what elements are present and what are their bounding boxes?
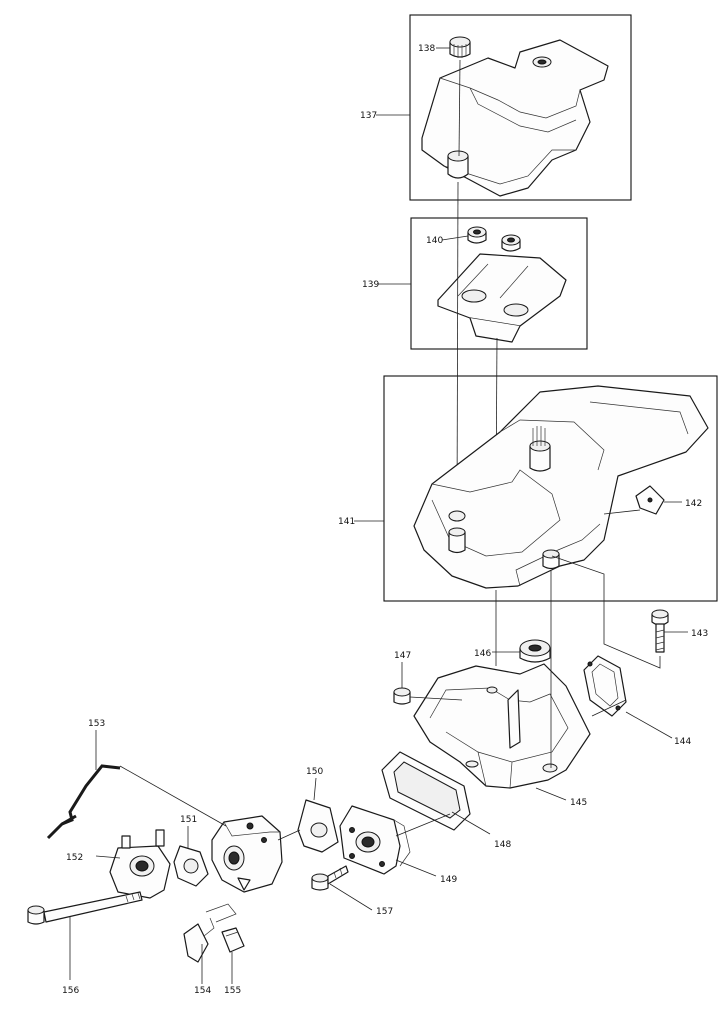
long-bolt-part [27, 891, 143, 925]
callout-144: 144 [674, 737, 691, 747]
bracket-part [635, 485, 665, 515]
carburetor-part [211, 815, 283, 893]
callout-153: 153 [88, 719, 105, 729]
callout-149: 149 [440, 875, 457, 885]
frame-filter-housing [383, 375, 718, 602]
grommet-part [519, 639, 551, 663]
clip-part [221, 927, 245, 953]
frame-top-cover [409, 14, 632, 201]
callout-152: 152 [66, 853, 83, 863]
callout-138: 138 [418, 44, 435, 54]
carburetor-gasket-part [173, 845, 209, 887]
callout-156: 156 [62, 986, 79, 996]
carburetor-box-part [413, 663, 591, 789]
callout-147: 147 [394, 651, 411, 661]
callout-155: 155 [224, 986, 241, 996]
filter-housing-part [413, 385, 709, 589]
throttle-rod-part [46, 764, 121, 840]
rubber-seal-part [381, 751, 471, 831]
callout-142: 142 [685, 499, 702, 509]
plug-part [393, 687, 411, 705]
callout-140: 140 [426, 236, 443, 246]
callout-148: 148 [494, 840, 511, 850]
cap-screw-part [449, 36, 471, 58]
top-cover-part [421, 39, 609, 197]
frame-air-filter [410, 217, 588, 350]
callout-143: 143 [691, 629, 708, 639]
callout-141: 141 [338, 517, 355, 527]
flange-gasket-part [297, 799, 339, 853]
callout-154: 154 [194, 986, 211, 996]
callout-139: 139 [362, 280, 379, 290]
gasket-part [583, 655, 627, 717]
manifold-part [109, 829, 171, 899]
callout-150: 150 [306, 767, 323, 777]
callout-146: 146 [474, 649, 491, 659]
callout-157: 157 [376, 907, 393, 917]
screw-part [311, 865, 349, 891]
nut-part [467, 226, 521, 252]
flange-part [339, 805, 411, 875]
callout-145: 145 [570, 798, 587, 808]
air-filter-part [437, 253, 567, 343]
callout-137: 137 [360, 111, 377, 121]
long-screw-part [651, 609, 669, 653]
callout-151: 151 [180, 815, 197, 825]
